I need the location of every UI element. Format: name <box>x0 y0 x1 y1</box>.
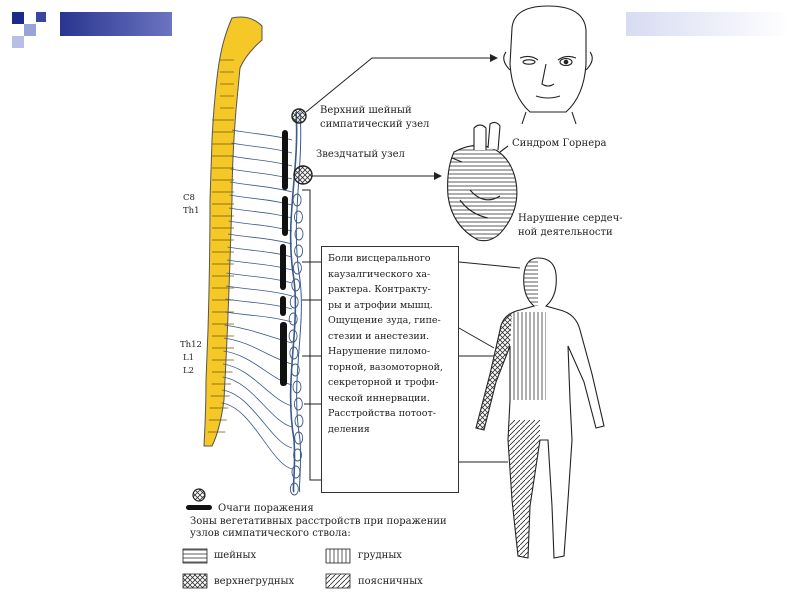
trunk-ganglion <box>292 380 302 394</box>
swatch-cervical <box>182 548 208 564</box>
symptom-line: Нарушение пиломо- <box>328 346 431 357</box>
trunk-ganglion <box>293 397 303 411</box>
nerve-fiber <box>225 285 293 297</box>
spine-segment-lines <box>207 59 234 433</box>
segment-th12: Th12 <box>180 340 202 350</box>
trunk-ganglion <box>294 244 304 258</box>
symptom-line: каузалгического ха- <box>328 268 431 280</box>
legend-title: Зоны вегетативных расстройств при пораже… <box>190 516 447 539</box>
corner-square-light <box>24 24 36 36</box>
symptom-line: Расстройства потоот- <box>328 408 436 419</box>
legend-label-upper-thoracic: верхнегрудных <box>214 576 295 587</box>
segment-c8: C8 <box>183 193 195 203</box>
symptom-line: рактера. Контракту- <box>328 284 431 295</box>
nerve-fiber <box>222 376 293 428</box>
zone-thoracic <box>512 312 546 400</box>
nerve-fiber <box>224 311 293 323</box>
lesion-bar <box>280 296 286 316</box>
nerve-fiber <box>221 389 293 449</box>
trunk-ganglion <box>292 193 302 207</box>
swatch-lumbar <box>325 573 351 589</box>
legend-label-thoracic: грудных <box>358 550 402 561</box>
corner-square-dark <box>36 12 46 22</box>
segment-l1: L1 <box>183 353 195 363</box>
symptom-line: ры и атрофии мышц. <box>328 299 433 311</box>
trunk-ganglion <box>294 227 304 241</box>
trunk-ganglion <box>291 278 301 292</box>
legend-label-cervical: шейных <box>214 550 257 561</box>
trunk-ganglion <box>291 465 301 479</box>
corner-square-dark <box>12 12 24 24</box>
symptom-line: ческой иннервации. <box>328 392 430 404</box>
lesion-bar <box>280 244 286 290</box>
nerve-fiber <box>227 233 293 245</box>
face-drawing <box>503 5 593 125</box>
lesion-bar <box>282 196 288 236</box>
zone-cervical <box>523 258 538 306</box>
label-horner-syndrome: Синдром Горнера <box>512 138 607 149</box>
sympathetic-trunk <box>289 111 298 493</box>
segment-th1: Th1 <box>183 206 200 216</box>
nerve-fiber <box>221 402 293 470</box>
nerve-fiber <box>229 181 293 193</box>
label-stellate-ganglion: Звездчатый узел <box>316 149 405 160</box>
arrow-head <box>490 54 498 62</box>
body-outline <box>475 257 605 559</box>
trunk-ganglion <box>288 312 298 326</box>
lesion-bar <box>282 130 288 190</box>
box-to-body <box>458 261 521 269</box>
lesion-bar <box>280 322 287 386</box>
trunk-ganglion <box>294 414 304 428</box>
trunk-ganglion <box>293 448 302 462</box>
arrow-to-face <box>305 57 496 113</box>
spinal-cord <box>203 16 263 447</box>
trunk-ganglion <box>292 261 302 275</box>
trunk-ganglia <box>288 193 304 496</box>
trunk-ganglion <box>289 346 299 360</box>
stellate-ganglion <box>293 165 313 185</box>
legend-label-lumbar: поясничных <box>358 576 423 587</box>
symptoms-box: Боли висцерального каузалгического ха- р… <box>321 246 459 493</box>
lesion-foci-swatch <box>192 488 206 502</box>
upper-cervical-ganglion <box>291 108 307 124</box>
segment-l2: L2 <box>183 366 195 376</box>
label-upper-cervical-ganglion: Верхний шейный симпатический узел <box>320 105 430 130</box>
corner-square-light <box>12 36 24 48</box>
bracket-lines <box>302 189 322 481</box>
symptom-line: стезии и анестезии. <box>328 330 430 342</box>
trunk-ganglion <box>289 295 299 309</box>
zone-lumbar <box>508 420 540 558</box>
title-band-right <box>626 12 790 36</box>
lesion-bar-swatch <box>186 505 212 510</box>
arrow-head <box>434 172 442 180</box>
heart-drawing <box>447 121 518 242</box>
legend-lesion-foci: Очаги поражения <box>218 503 314 514</box>
title-band-left <box>60 12 172 36</box>
box-to-body <box>458 327 495 349</box>
nerve-fiber <box>222 363 293 407</box>
symptom-line: Боли висцерального <box>328 253 431 264</box>
zone-upper-thoracic <box>476 312 512 430</box>
trunk-ganglion <box>290 363 300 377</box>
symptom-line: торной, вазомоторной, <box>328 361 443 373</box>
swatch-thoracic <box>325 548 351 564</box>
label-heart-disorder: Нарушение сердеч- ной деятельности <box>518 213 623 238</box>
trunk-ganglion <box>293 210 303 224</box>
symptom-line: деления <box>328 423 370 435</box>
trunk-ganglion <box>288 329 298 343</box>
trunk-ganglion <box>289 482 299 496</box>
symptom-line: секреторной и трофи- <box>328 377 439 388</box>
symptom-line: Ощущение зуда, гипе- <box>328 315 441 326</box>
trunk-ganglion <box>294 431 304 445</box>
swatch-upper-thoracic <box>182 573 208 589</box>
